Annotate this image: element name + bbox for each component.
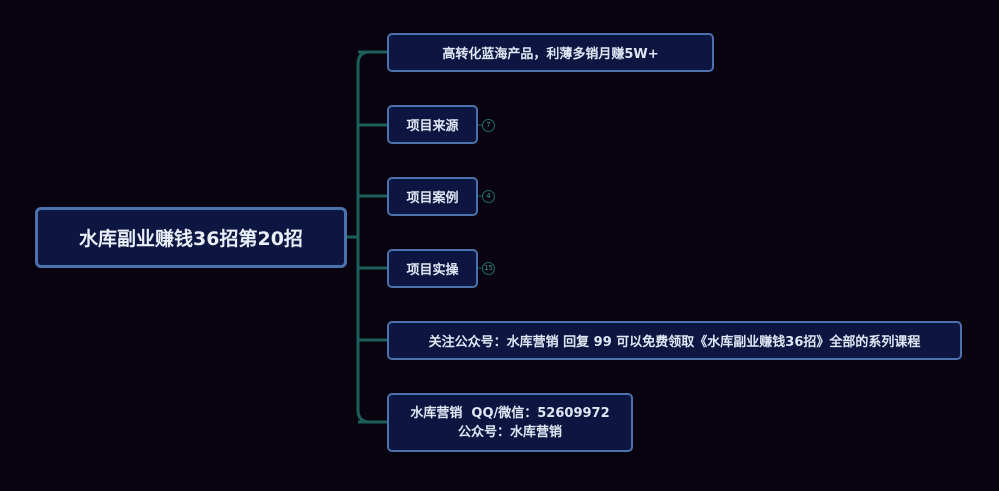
collapsed-count-badge[interactable]: 7 [482, 119, 495, 132]
branch-topic-product[interactable]: 高转化蓝海产品，利薄多销月赚5W+ [387, 33, 714, 72]
connector-trunk [356, 50, 371, 424]
collapsed-count-badge[interactable]: 15 [482, 262, 495, 275]
branch-topic-follow[interactable]: 关注公众号：水库营销 回复 99 可以免费领取《水库副业赚钱36招》全部的系列课… [387, 321, 962, 360]
root-topic[interactable]: 水库副业赚钱36招第20招 [35, 207, 347, 268]
branch-topic-practice[interactable]: 项目实操 [387, 249, 478, 288]
collapsed-count-badge[interactable]: 4 [482, 190, 495, 203]
branch-topic-source[interactable]: 项目来源 [387, 105, 478, 144]
contact-line: 公众号：水库营销 [457, 424, 562, 440]
branch-topic-contact[interactable]: 水库营销 QQ/微信：52609972 公众号：水库营销 [387, 393, 633, 452]
branch-topic-cases[interactable]: 项目案例 [387, 177, 478, 216]
contact-line: 水库营销 QQ/微信：52609972 [410, 405, 610, 421]
